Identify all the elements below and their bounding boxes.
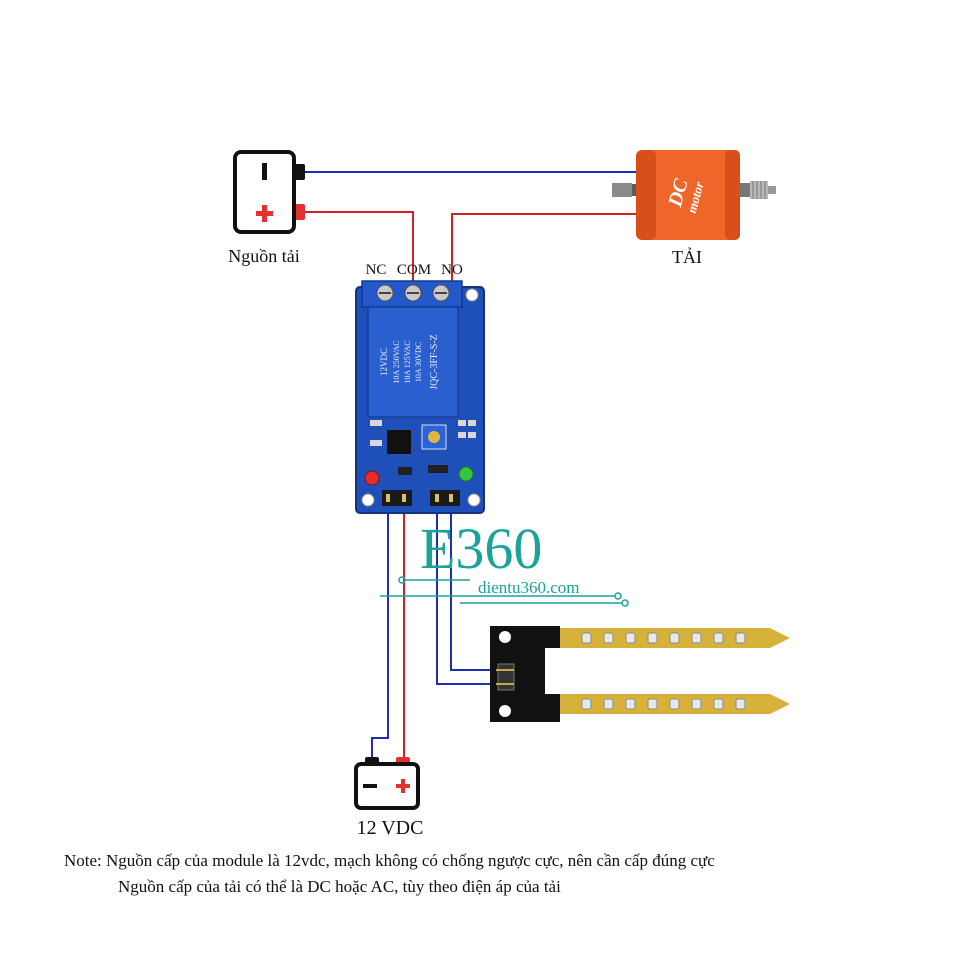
note-line-2: Nguồn cấp của tải có thể là DC hoặc AC, …	[118, 877, 561, 896]
terminal-nc-label: NC	[366, 262, 387, 278]
soil-sensor-icon	[490, 626, 790, 722]
wire-sensor-power	[436, 505, 500, 685]
terminal-com-label: COM	[397, 262, 431, 278]
wire-motor-no	[451, 213, 636, 282]
wire-supply-negative	[371, 505, 389, 763]
wire-load-positive	[304, 211, 414, 282]
note-line-1: Note: Nguồn cấp của module là 12vdc, mạc…	[64, 851, 715, 870]
brand-watermark: E360 dientu360.com	[380, 516, 629, 607]
relay-rating-2: 10A 250VAC	[392, 340, 401, 383]
relay-model: JQC-3FF-S-Z	[429, 334, 440, 390]
relay-rating-4: 10A 30VDC	[414, 342, 423, 382]
wires	[304, 171, 636, 763]
load-source-label: Nguồn tải	[228, 246, 300, 266]
dc-motor-icon: DC motor	[612, 150, 776, 240]
supply-label: 12 VDC	[357, 817, 424, 839]
relay-module-icon: NC COM NO 12VDC 10A 250VAC 10A 125VAC 10…	[355, 262, 485, 514]
wire-sensor-signal	[450, 505, 500, 671]
relay-rating-3: 10A 125VAC	[403, 340, 412, 383]
load-label: TẢI	[672, 247, 702, 267]
battery-12v-icon	[354, 757, 420, 810]
brand-site: dientu360.com	[478, 578, 580, 597]
battery-icon	[233, 150, 305, 234]
brand-name: E360	[420, 516, 542, 581]
relay-rating-1: 12VDC	[379, 348, 389, 376]
terminal-no-label: NO	[441, 262, 463, 278]
